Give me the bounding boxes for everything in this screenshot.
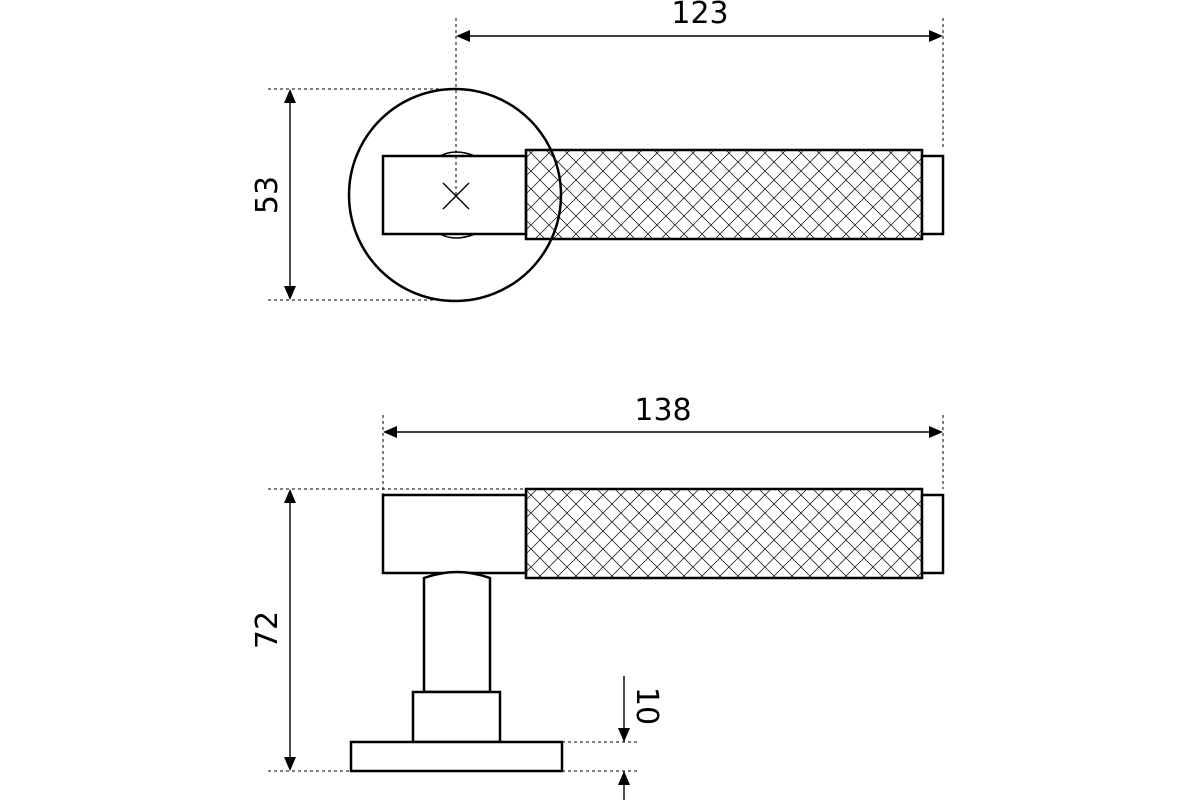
side-lever-head: [381, 493, 528, 575]
arrow-bottom-72: [284, 757, 296, 771]
side-shank: [422, 570, 492, 694]
arrow-right-138: [929, 426, 943, 438]
side-view: 138 72 10: [250, 393, 945, 800]
dim-label-10: 10: [629, 687, 664, 725]
side-knurled-grip: [524, 487, 924, 580]
dim-label-72: 72: [250, 611, 285, 649]
arrow-bottom-53: [284, 286, 296, 300]
dim-label-53: 53: [250, 176, 285, 214]
side-collar: [411, 690, 502, 744]
arrow-right-123: [929, 30, 943, 42]
side-rose-base: [349, 740, 564, 773]
arrow-up-10: [618, 771, 630, 785]
arrow-down-10: [618, 728, 630, 742]
dim-label-138: 138: [634, 393, 691, 428]
top-view: 123 53: [250, 0, 945, 303]
dim-label-123: 123: [671, 0, 728, 31]
spindle-center-mark: [442, 182, 470, 210]
side-end-cap: [920, 493, 945, 575]
arrow-left-123: [456, 30, 470, 42]
arrow-left-138: [383, 426, 397, 438]
top-knurled-grip: [524, 148, 924, 241]
arrow-top-53: [284, 89, 296, 103]
top-end-cap: [920, 154, 945, 236]
arrow-top-72: [284, 489, 296, 503]
